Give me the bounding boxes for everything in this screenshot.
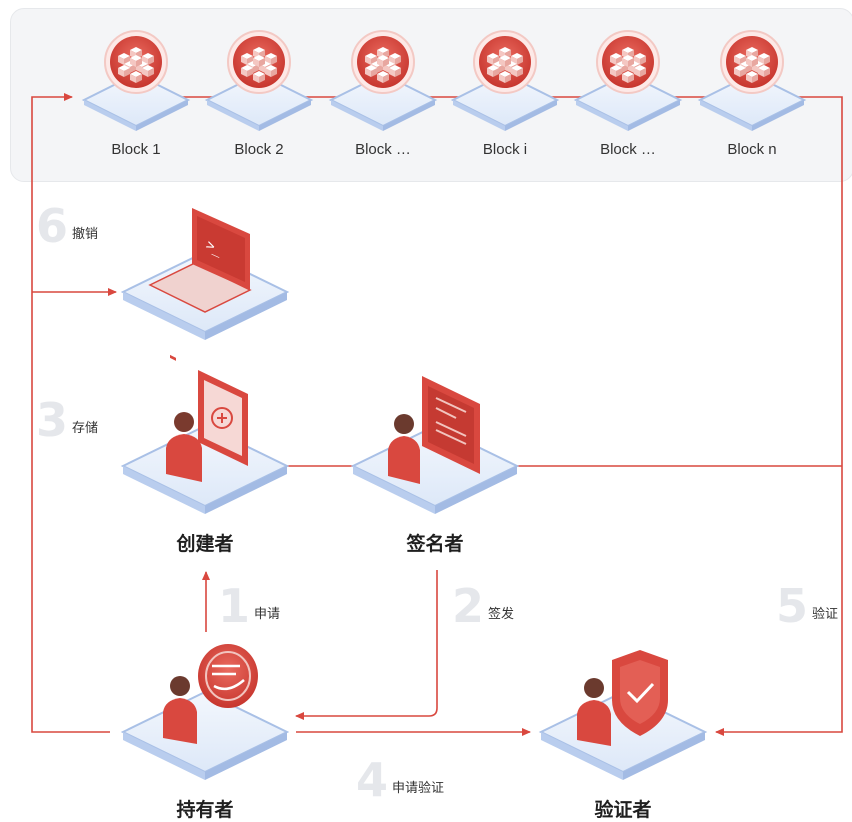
- laptop-terminal-icon: >_: [148, 208, 252, 361]
- cube-stack-icon: [118, 47, 154, 83]
- block-label-2: Block 2: [234, 141, 284, 158]
- step-issue: 2 签发: [452, 579, 515, 633]
- cube-stack-icon: [241, 47, 277, 83]
- issue-arrow: [295, 570, 438, 720]
- step-revoke: 6 撤销: [36, 199, 99, 253]
- step-apply: 1 申请: [218, 579, 281, 633]
- verify-flow-line: [715, 96, 843, 736]
- step-label: 存储: [72, 420, 99, 435]
- step-number: 5: [776, 579, 809, 633]
- role-signer: 签名者: [406, 534, 464, 555]
- step-label: 申请验证: [392, 780, 445, 795]
- signer-node: [350, 376, 520, 514]
- block-node-2: [204, 30, 314, 131]
- person-document-icon: [388, 376, 480, 484]
- role-creator: 创建者: [176, 534, 234, 555]
- store-flow-line: [31, 93, 110, 733]
- step-number: 2: [452, 579, 485, 633]
- step-store: 3 存储: [36, 393, 99, 447]
- creator-node: [120, 370, 290, 514]
- svg-text:>_: >_: [203, 237, 225, 259]
- person-hand-coin-icon: [163, 644, 258, 744]
- block-node-6: [697, 30, 807, 131]
- block-label-4: Block i: [482, 141, 528, 158]
- step-number: 1: [218, 579, 251, 633]
- step-number: 3: [36, 393, 69, 447]
- step-number: 4: [356, 753, 389, 807]
- verifier-node: [538, 650, 708, 780]
- cube-stack-icon: [734, 47, 770, 83]
- step-label: 申请: [254, 606, 281, 621]
- holder-node: [120, 644, 290, 780]
- block-node-5: [573, 30, 683, 131]
- cube-stack-icon: [487, 47, 523, 83]
- step-label: 签发: [488, 606, 515, 621]
- block-label-3: Block …: [355, 141, 411, 158]
- step-verify: 5 验证: [776, 579, 839, 633]
- block-label-1: Block 1: [111, 141, 161, 158]
- step-label: 撤销: [72, 226, 99, 241]
- step-label: 验证: [812, 606, 839, 621]
- step-number: 6: [36, 199, 69, 253]
- step-request-verify: 4 申请验证: [356, 753, 445, 807]
- block-label-5: Block …: [600, 141, 656, 158]
- block-node-4: [450, 30, 560, 131]
- role-holder: 持有者: [176, 800, 234, 821]
- role-verifier: 验证者: [594, 800, 652, 821]
- cube-stack-icon: [365, 47, 401, 83]
- person-tablet-plus-icon: [166, 370, 248, 482]
- block-node-1: [81, 30, 191, 131]
- block-label-6: Block n: [727, 141, 777, 158]
- laptop-node: >_: [120, 208, 290, 361]
- block-node-3: [328, 30, 438, 131]
- cube-stack-icon: [610, 47, 646, 83]
- person-shield-check-icon: [577, 650, 668, 746]
